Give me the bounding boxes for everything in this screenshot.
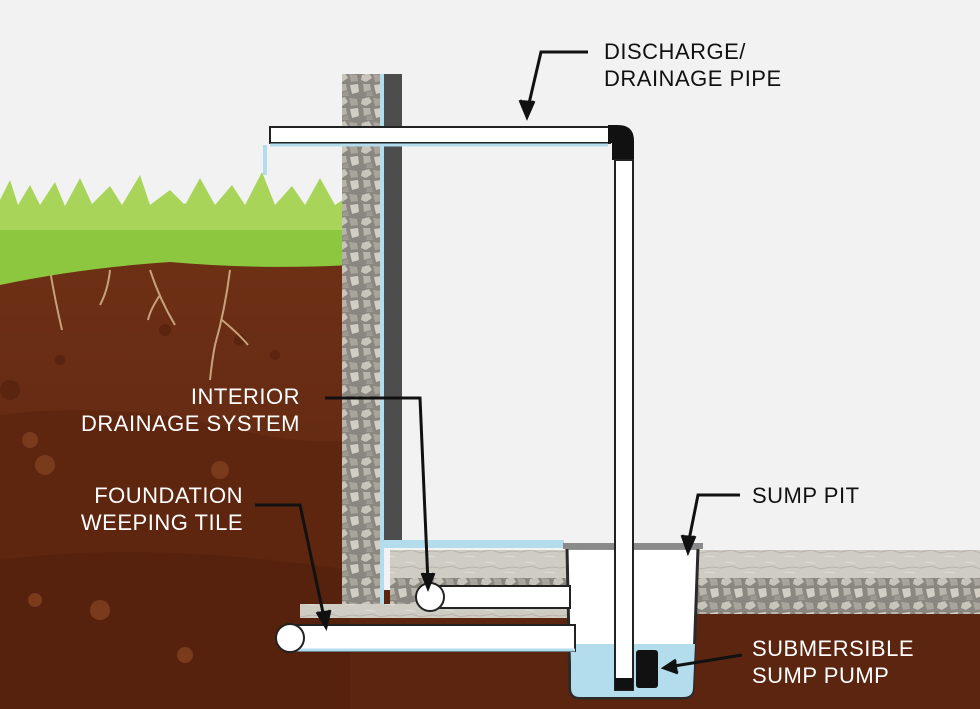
sump-pump (636, 650, 658, 688)
soil (0, 255, 980, 709)
foundation-wall (342, 74, 564, 604)
submersible-pump-label: SUBMERSIBLE SUMP PUMP (752, 635, 914, 689)
interior-label-line2: DRAINAGE SYSTEM (81, 411, 300, 436)
interior-drain-pipe (415, 582, 571, 612)
pump-label-line2: SUMP PUMP (752, 663, 890, 688)
discharge-label-line1: DISCHARGE/ (604, 39, 746, 64)
discharge-label-line2: DRAINAGE PIPE (604, 66, 782, 91)
roots (49, 269, 249, 381)
interior-label-line1: INTERIOR (190, 384, 300, 409)
grass (0, 172, 350, 285)
discharge-pipe (263, 125, 634, 691)
discharge-pipe-label: DISCHARGE/ DRAINAGE PIPE (604, 38, 782, 92)
sump-pit-label-line1: SUMP PIT (752, 483, 860, 508)
weeping-tile-pipe (275, 623, 576, 653)
pump-label-line1: SUBMERSIBLE (752, 636, 914, 661)
leader-lines (255, 50, 743, 675)
foundation-weeping-tile-label: FOUNDATION WEEPING TILE (81, 482, 243, 536)
interior-drainage-label: INTERIOR DRAINAGE SYSTEM (81, 383, 300, 437)
sump-pit-label: SUMP PIT (752, 482, 860, 509)
foundation-label-line2: WEEPING TILE (80, 510, 243, 535)
foundation-label-line1: FOUNDATION (94, 483, 243, 508)
